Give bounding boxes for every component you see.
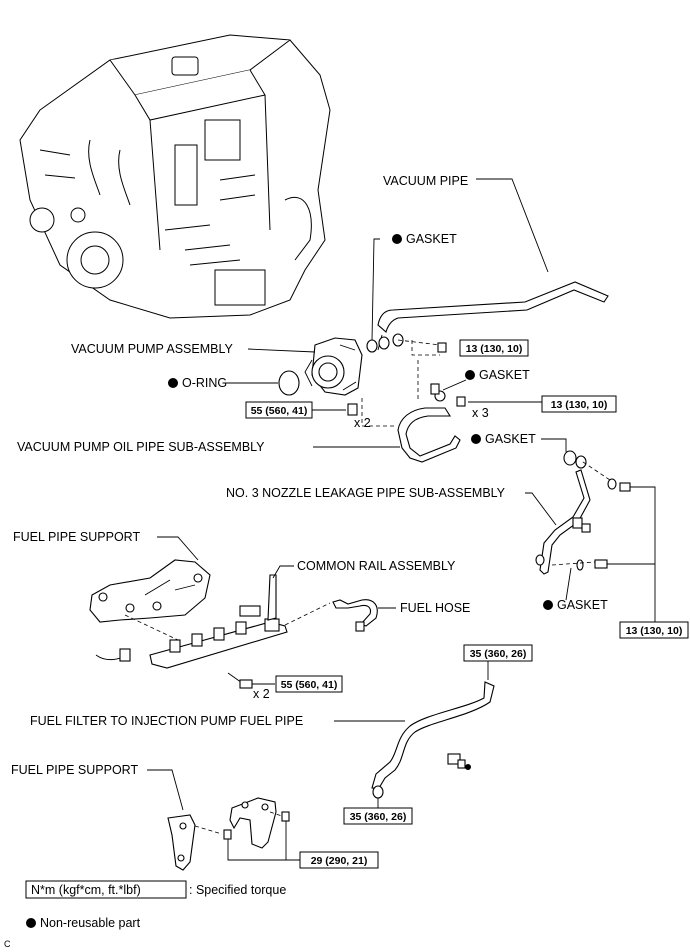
fuel-pipe-support-label: FUEL PIPE SUPPORT [11, 763, 138, 777]
gasket-label: GASKET [557, 598, 608, 612]
gasket-label: GASKET [485, 432, 536, 446]
non-reusable-dot [168, 378, 178, 388]
gasket-label: GASKET [479, 368, 530, 382]
vacuum-pump-oil-pipe-label: VACUUM PUMP OIL PIPE SUB-ASSEMBLY [17, 440, 265, 454]
fuel-pipe-support-label: FUEL PIPE SUPPORT [13, 530, 140, 544]
o-ring-part [278, 370, 300, 396]
multiplier-x2: x 2 [253, 687, 270, 701]
vacuum-pump-drawing [304, 337, 363, 396]
torque-box [299, 851, 379, 869]
no3-nozzle-leakage-pipe-label: NO. 3 NOZZLE LEAKAGE PIPE SUB-ASSEMBLY [226, 486, 506, 500]
leakage-pipe-drawing [535, 450, 631, 575]
torque-value: 55 (560, 41) [251, 405, 308, 417]
legend-torque-unit: N*m (kgf*cm, ft.*lbf) [31, 883, 141, 897]
engine-illustration [19, 34, 331, 319]
gasket-part [378, 336, 390, 350]
legend-torque-box [25, 880, 187, 899]
fuel-pipe-support-lower-drawing [167, 797, 290, 871]
legend-torque-text: : Specified torque [189, 883, 286, 897]
torque-value: 13 (130, 10) [466, 343, 523, 355]
torque-box [459, 339, 529, 357]
vacuum-pump-assembly-label: VACUUM PUMP ASSEMBLY [71, 342, 234, 356]
non-reusable-dot [465, 370, 475, 380]
fuel-pipe-support-upper-drawing [89, 559, 211, 623]
torque-box [463, 644, 533, 662]
vacuum-pipe-drawing [377, 178, 609, 351]
torque-value: 55 (560, 41) [281, 679, 338, 691]
torque-value: 29 (290, 21) [311, 855, 368, 867]
common-rail-assembly-label: COMMON RAIL ASSEMBLY [297, 559, 456, 573]
torque-value: 35 (360, 26) [470, 648, 527, 660]
fuel-hose-drawing [332, 599, 378, 632]
non-reusable-dot [471, 434, 481, 444]
fuel-hose-label: FUEL HOSE [400, 601, 470, 615]
non-reusable-dot [392, 234, 402, 244]
non-reusable-dot [543, 600, 553, 610]
torque-box [619, 621, 689, 639]
fuel-filter-pipe-drawing [371, 681, 495, 799]
vacuum-pipe-label: VACUUM PIPE [383, 174, 468, 188]
gasket-label: GASKET [406, 232, 457, 246]
corner-code: C [4, 939, 11, 949]
legend-non-reusable-dot [26, 918, 36, 928]
torque-value: 13 (130, 10) [551, 399, 608, 411]
fuel-filter-pipe-label: FUEL FILTER TO INJECTION PUMP FUEL PIPE [30, 714, 303, 728]
gasket-part [366, 339, 378, 353]
common-rail-drawing [95, 574, 288, 669]
torque-value: 13 (130, 10) [626, 625, 683, 637]
multiplier-x3: x 3 [472, 406, 489, 420]
oil-pipe-drawing [397, 383, 466, 463]
o-ring-label: O-RING [182, 376, 227, 390]
torque-box [541, 395, 617, 413]
torque-value: 35 (360, 26) [350, 811, 407, 823]
legend-non-reusable-text: Non-reusable part [40, 916, 141, 930]
torque-box [275, 675, 343, 693]
